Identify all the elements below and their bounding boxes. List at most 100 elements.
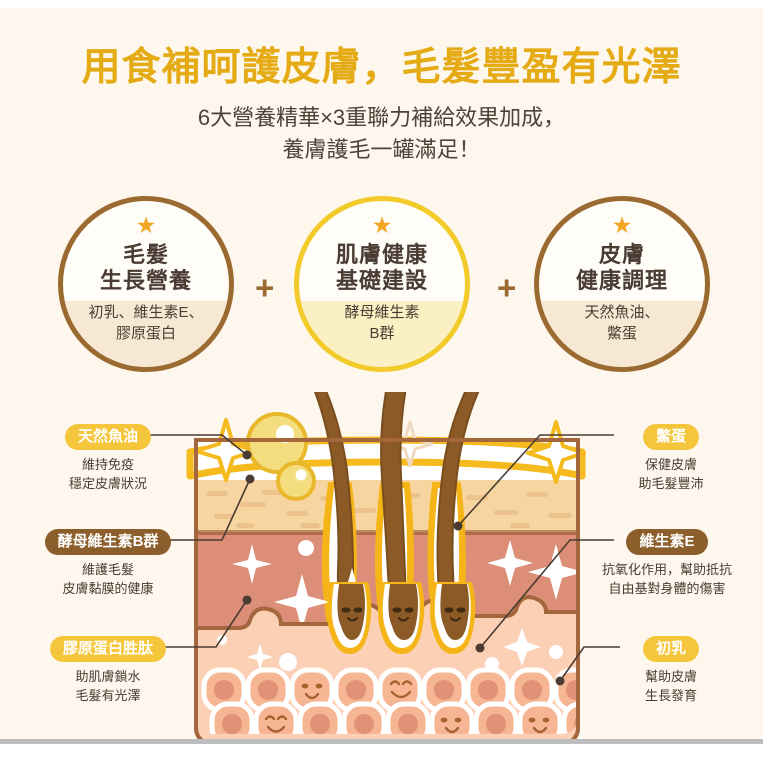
sub-line-1: 天然魚油、 (584, 304, 660, 321)
bulb-eye (353, 607, 363, 613)
star-icon: ★ (611, 212, 633, 238)
title-line-1: 肌膚健康 (335, 242, 428, 267)
callout-vitamin-e: 維生素E 抗氧化作用，幫助抵抗 自由基對身體的傷害 (567, 529, 763, 598)
leader-dot (475, 643, 485, 653)
callout-colostrum-pill: 初乳 (642, 636, 699, 662)
page-subtitle: 6大營養精華×3重聯力補給效果加成， 養膚護毛一罐滿足！ (0, 102, 763, 166)
benefit-circle-1-title: 毛髮 生長營養 (63, 242, 229, 294)
sub-line-2: B群 (369, 325, 395, 342)
desc-line-1: 幫助皮膚 (644, 669, 697, 684)
sparkle-icon (232, 544, 272, 584)
fat-cell (341, 701, 387, 734)
desc-line-1: 助肌膚鎖水 (75, 669, 141, 684)
sparkle-icon (274, 574, 330, 630)
bulb-core-3 (440, 584, 469, 640)
fat-cell (297, 701, 343, 734)
desc-line-2: 生長發育 (644, 688, 697, 703)
callout-colostrum: 初乳 幫助皮膚 生長發育 (571, 636, 763, 705)
benefit-circle-3-title: 皮膚 健康調理 (539, 242, 705, 294)
title-line-2: 健康調理 (575, 268, 668, 293)
callout-turtle-egg-pill: 鱉蛋 (642, 424, 699, 450)
leader-dot (242, 595, 252, 605)
bottom-margin (0, 744, 763, 763)
benefit-circle-1: ★ 毛髮 生長營養 初乳、維生素E、 膠原蛋白 (58, 196, 234, 372)
callout-collagen-peptide-desc: 助肌膚鎖水 毛髮有光澤 (8, 667, 208, 705)
fat-cell (561, 701, 578, 734)
desc-line-2: 毛髮有光澤 (75, 688, 141, 703)
desc-line-1: 抗氧化作用，幫助抵抗 (601, 562, 732, 577)
oil-droplet-small (276, 461, 316, 501)
bulb-core-2 (388, 584, 418, 640)
bulb-mouth (449, 616, 462, 622)
decor-dot (549, 645, 563, 659)
desc-line-1: 維護毛髮 (81, 562, 134, 577)
callout-yeast-vitamin-b-desc: 維護毛髮 皮膚黏膜的健康 (8, 560, 208, 598)
fat-cell (473, 701, 519, 734)
subtitle-line-1: 6大營養精華×3重聯力補給效果加成， (197, 105, 566, 130)
bulb-eye (392, 607, 402, 613)
desc-line-1: 維持免疫 (81, 457, 134, 472)
leader-dot (245, 474, 255, 484)
bulb-faces (341, 607, 466, 622)
sparkle-icon (247, 644, 273, 670)
dermis-dot (298, 540, 314, 556)
benefit-circle-2-sub: 酵母維生素 B群 (299, 302, 465, 344)
bulb-mouth (397, 616, 410, 622)
page-title: 用食補呵護皮膚，毛髮豐盈有光澤 (81, 46, 682, 89)
callout-fish-oil-desc: 維持免疫 穩定皮膚狀況 (8, 455, 208, 493)
benefit-circles-row: ★ 毛髮 生長營養 初乳、維生素E、 膠原蛋白 + ★ 肌膚健康 基礎建設 (0, 196, 763, 386)
sparkle-icon (526, 420, 586, 484)
skin-diagram-svg (148, 360, 620, 746)
plus-sign-2: + (497, 269, 517, 306)
circle-lower-band (299, 301, 465, 367)
leader-line-colostrum (559, 646, 620, 682)
circle-lower-band (539, 301, 705, 367)
sparkle-icon (503, 628, 541, 666)
title-line-2: 生長營養 (99, 268, 192, 293)
title-line-1: 毛髮 (122, 242, 169, 267)
bulb-eye (456, 607, 466, 613)
bulb-core-1 (337, 584, 365, 640)
fat-cell (253, 701, 299, 734)
follicle-bulbs (327, 582, 476, 654)
fat-cell-row-1 (201, 667, 578, 713)
sparkle-icon (487, 540, 533, 586)
leader-line-group (148, 434, 620, 682)
desc-line-2: 助毛髮豐沛 (638, 476, 704, 491)
benefit-circle-3: ★ 皮膚 健康調理 天然魚油、 鱉蛋 (534, 196, 710, 372)
sub-line-1: 酵母維生素 (344, 304, 420, 321)
callout-yeast-vitamin-b: 酵母維生素B群 維護毛髮 皮膚黏膜的健康 (8, 529, 208, 598)
benefit-circle-3-sub: 天然魚油、 鱉蛋 (539, 302, 705, 344)
fat-cell (385, 701, 431, 734)
leader-line-vitamine (479, 539, 614, 649)
sub-line-2: 鱉蛋 (606, 325, 637, 342)
bulb-eye (404, 607, 414, 613)
leader-dot (242, 450, 252, 460)
callout-vitamin-e-pill: 維生素E (626, 529, 708, 555)
circle-lower-band (63, 301, 229, 367)
fat-cell (209, 701, 255, 734)
fat-cell (201, 667, 247, 713)
callout-vitamin-e-desc: 抗氧化作用，幫助抵抗 自由基對身體的傷害 (567, 560, 763, 598)
benefit-circle-2: ★ 肌膚健康 基礎建設 酵母維生素 B群 (294, 196, 470, 372)
desc-line-1: 保健皮膚 (644, 457, 697, 472)
bottom-divider (0, 739, 763, 744)
leader-line-collagen (148, 599, 248, 648)
leader-line-vitaminb (148, 478, 251, 541)
skin-cross-section-diagram (0, 360, 763, 746)
fat-cell-cluster (201, 667, 578, 734)
sub-line-1: 初乳、維生素E、 (88, 304, 204, 321)
fat-cell (509, 667, 555, 713)
bulb-eye (444, 607, 454, 613)
title-line-1: 皮膚 (598, 242, 645, 267)
sub-line-2: 膠原蛋白 (115, 325, 176, 342)
desc-line-2: 穩定皮膚狀況 (68, 476, 147, 491)
fat-cell (421, 667, 467, 713)
fat-cell (429, 701, 475, 734)
subtitle-line-2: 養膚護毛一罐滿足！ (282, 137, 481, 162)
title-line-2: 基礎建設 (335, 268, 428, 293)
oil-droplet-highlight (295, 469, 307, 481)
callout-fish-oil: 天然魚油 維持免疫 穩定皮膚狀況 (8, 424, 208, 493)
callout-colostrum-desc: 幫助皮膚 生長發育 (571, 667, 763, 705)
